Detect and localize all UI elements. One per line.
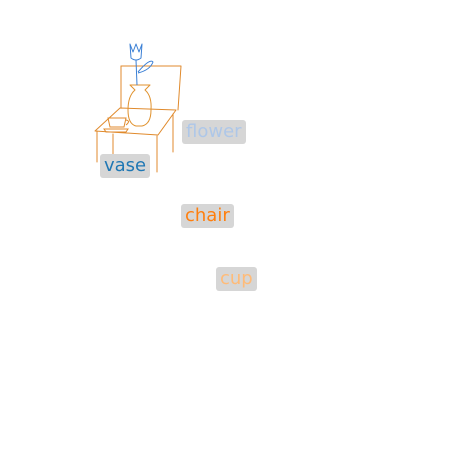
chair-label: chair xyxy=(181,204,234,228)
chair-sketch xyxy=(94,65,182,173)
cup-label: cup xyxy=(216,267,257,291)
flower-label: flower xyxy=(182,120,246,144)
flower-sketch xyxy=(129,43,154,86)
vase-sketch xyxy=(127,84,152,127)
vase-label: vase xyxy=(100,154,151,178)
cup-sketch xyxy=(103,117,129,133)
